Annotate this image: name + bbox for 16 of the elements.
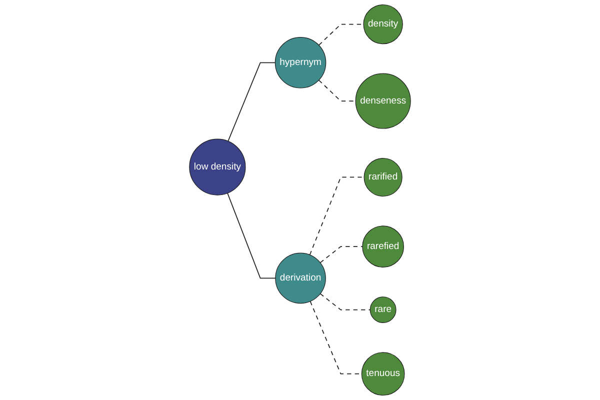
node-circle: rarified bbox=[364, 158, 402, 197]
node-circle: hypernym bbox=[274, 37, 326, 88]
connector bbox=[318, 80, 356, 102]
node-circle: low density bbox=[189, 138, 246, 196]
connector bbox=[309, 176, 365, 256]
node-circle: rare bbox=[370, 296, 396, 324]
node-circle: tenuous bbox=[361, 352, 405, 396]
connector bbox=[228, 62, 276, 142]
connector bbox=[320, 293, 371, 310]
node-circle: denseness bbox=[355, 73, 411, 129]
node-circle: rarefied bbox=[362, 226, 404, 268]
connector bbox=[227, 192, 276, 279]
connector bbox=[320, 246, 363, 264]
node-circle: density bbox=[363, 4, 403, 44]
connector bbox=[318, 24, 364, 46]
node-circle: derivation bbox=[275, 252, 326, 304]
